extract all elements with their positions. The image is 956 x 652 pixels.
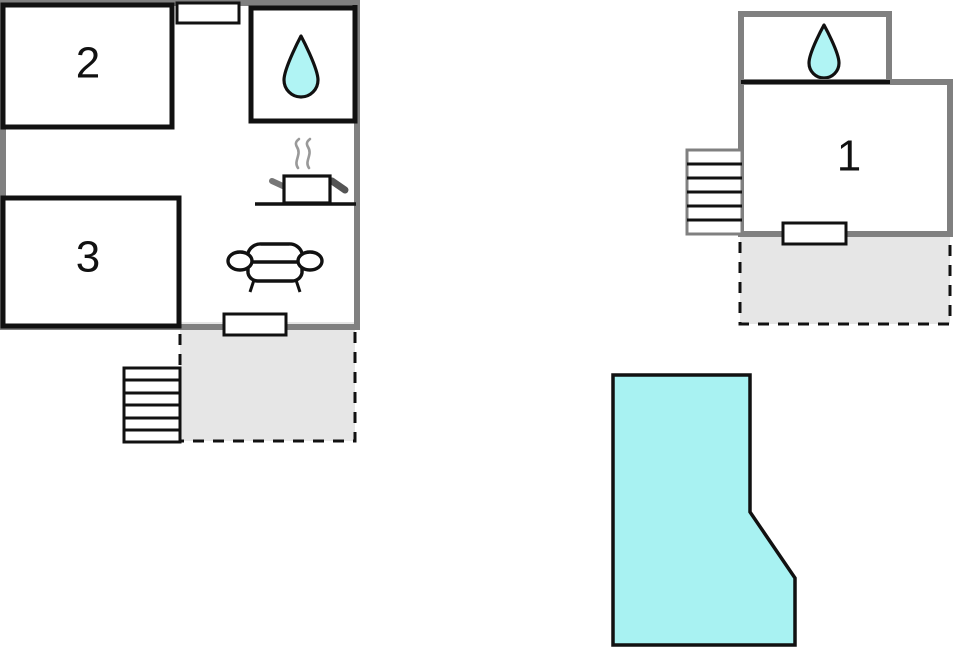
ground-floor-plan: 2 3 [0,0,360,444]
room-2-number: 2 [76,39,100,88]
room-3-number: 3 [76,233,100,282]
room-1-outline [738,79,953,237]
water-drop-icon-right [807,23,841,80]
staircase-left[interactable] [122,366,182,444]
room-1-number: 1 [837,132,861,181]
upper-floor-plan: 1 [685,11,953,326]
terrace-area-left [178,325,357,443]
sofa-icon [226,242,324,293]
staircase-right[interactable] [685,148,744,236]
terrace-area-right [738,233,952,326]
door-opening-top-left[interactable] [175,1,241,25]
swimming-pool-shape [611,373,797,647]
room-3-outline [0,195,182,329]
door-opening-bottom-right[interactable] [781,221,848,246]
room-2-outline [0,2,175,130]
cooking-pot-icon [269,137,349,205]
water-drop-icon [282,34,320,99]
door-opening-bottom-left[interactable] [222,312,288,337]
